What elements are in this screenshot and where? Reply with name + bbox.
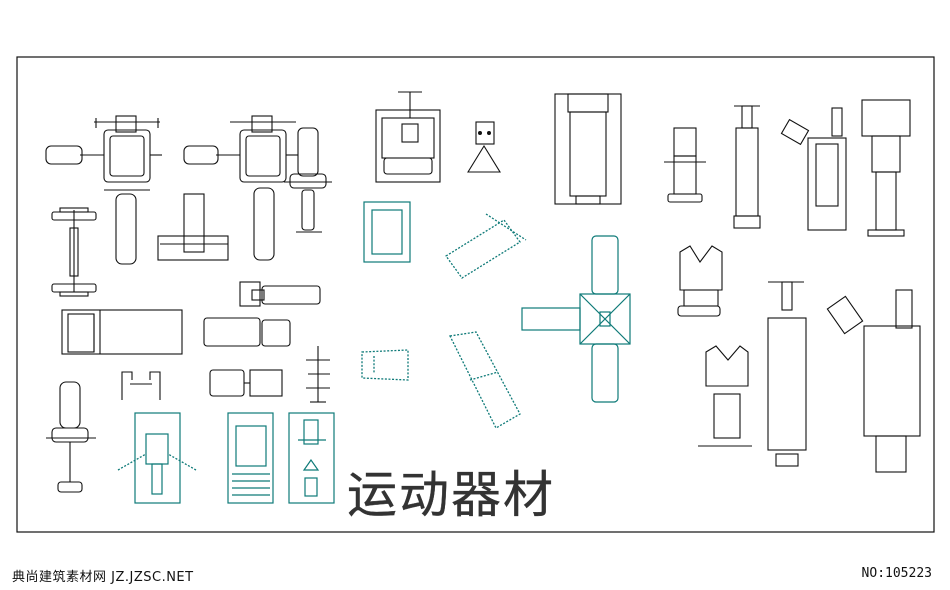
dip-bars — [121, 371, 161, 400]
teal-machine-2 — [227, 412, 274, 504]
teal-cross-station — [521, 235, 631, 403]
tall-column-machine-2 — [767, 281, 807, 467]
leg-extension-machine — [554, 93, 622, 205]
seated-press-machine-3 — [698, 345, 752, 447]
small-rack — [306, 346, 330, 403]
teal-machine-3 — [288, 412, 335, 504]
flat-bench — [157, 193, 229, 261]
adjustable-chair — [46, 381, 96, 493]
drawing-title: 运动器材 — [347, 466, 555, 524]
cable-row — [209, 369, 283, 397]
treadmill — [61, 309, 183, 355]
rack-machine — [861, 99, 911, 237]
teal-dash-small — [361, 349, 409, 381]
squat-machine — [375, 91, 441, 183]
robot-figure-machine — [467, 121, 501, 173]
tall-column-machine-1 — [733, 105, 761, 229]
seated-press-machine-2 — [677, 245, 723, 317]
drawing-number: NO:105223 — [861, 566, 932, 581]
angled-press-machine — [780, 107, 847, 231]
leg-press — [239, 281, 321, 307]
site-watermark: 典尚建筑素材网 JZ.JZSC.NET — [12, 570, 194, 585]
bench-press — [203, 317, 291, 347]
teal-dash-bench-1 — [445, 213, 527, 279]
barbell — [51, 207, 97, 297]
multi-station-machine-2 — [183, 115, 298, 261]
incline-press-machine — [826, 289, 921, 473]
seated-chair-machine — [284, 127, 332, 233]
seated-press-machine-1 — [664, 127, 706, 203]
teal-dash-bench-2 — [449, 331, 521, 429]
multi-station-machine-1 — [45, 115, 162, 265]
teal-chair — [363, 201, 411, 263]
drawing-frame — [16, 56, 935, 533]
teal-machine-1 — [117, 412, 197, 504]
